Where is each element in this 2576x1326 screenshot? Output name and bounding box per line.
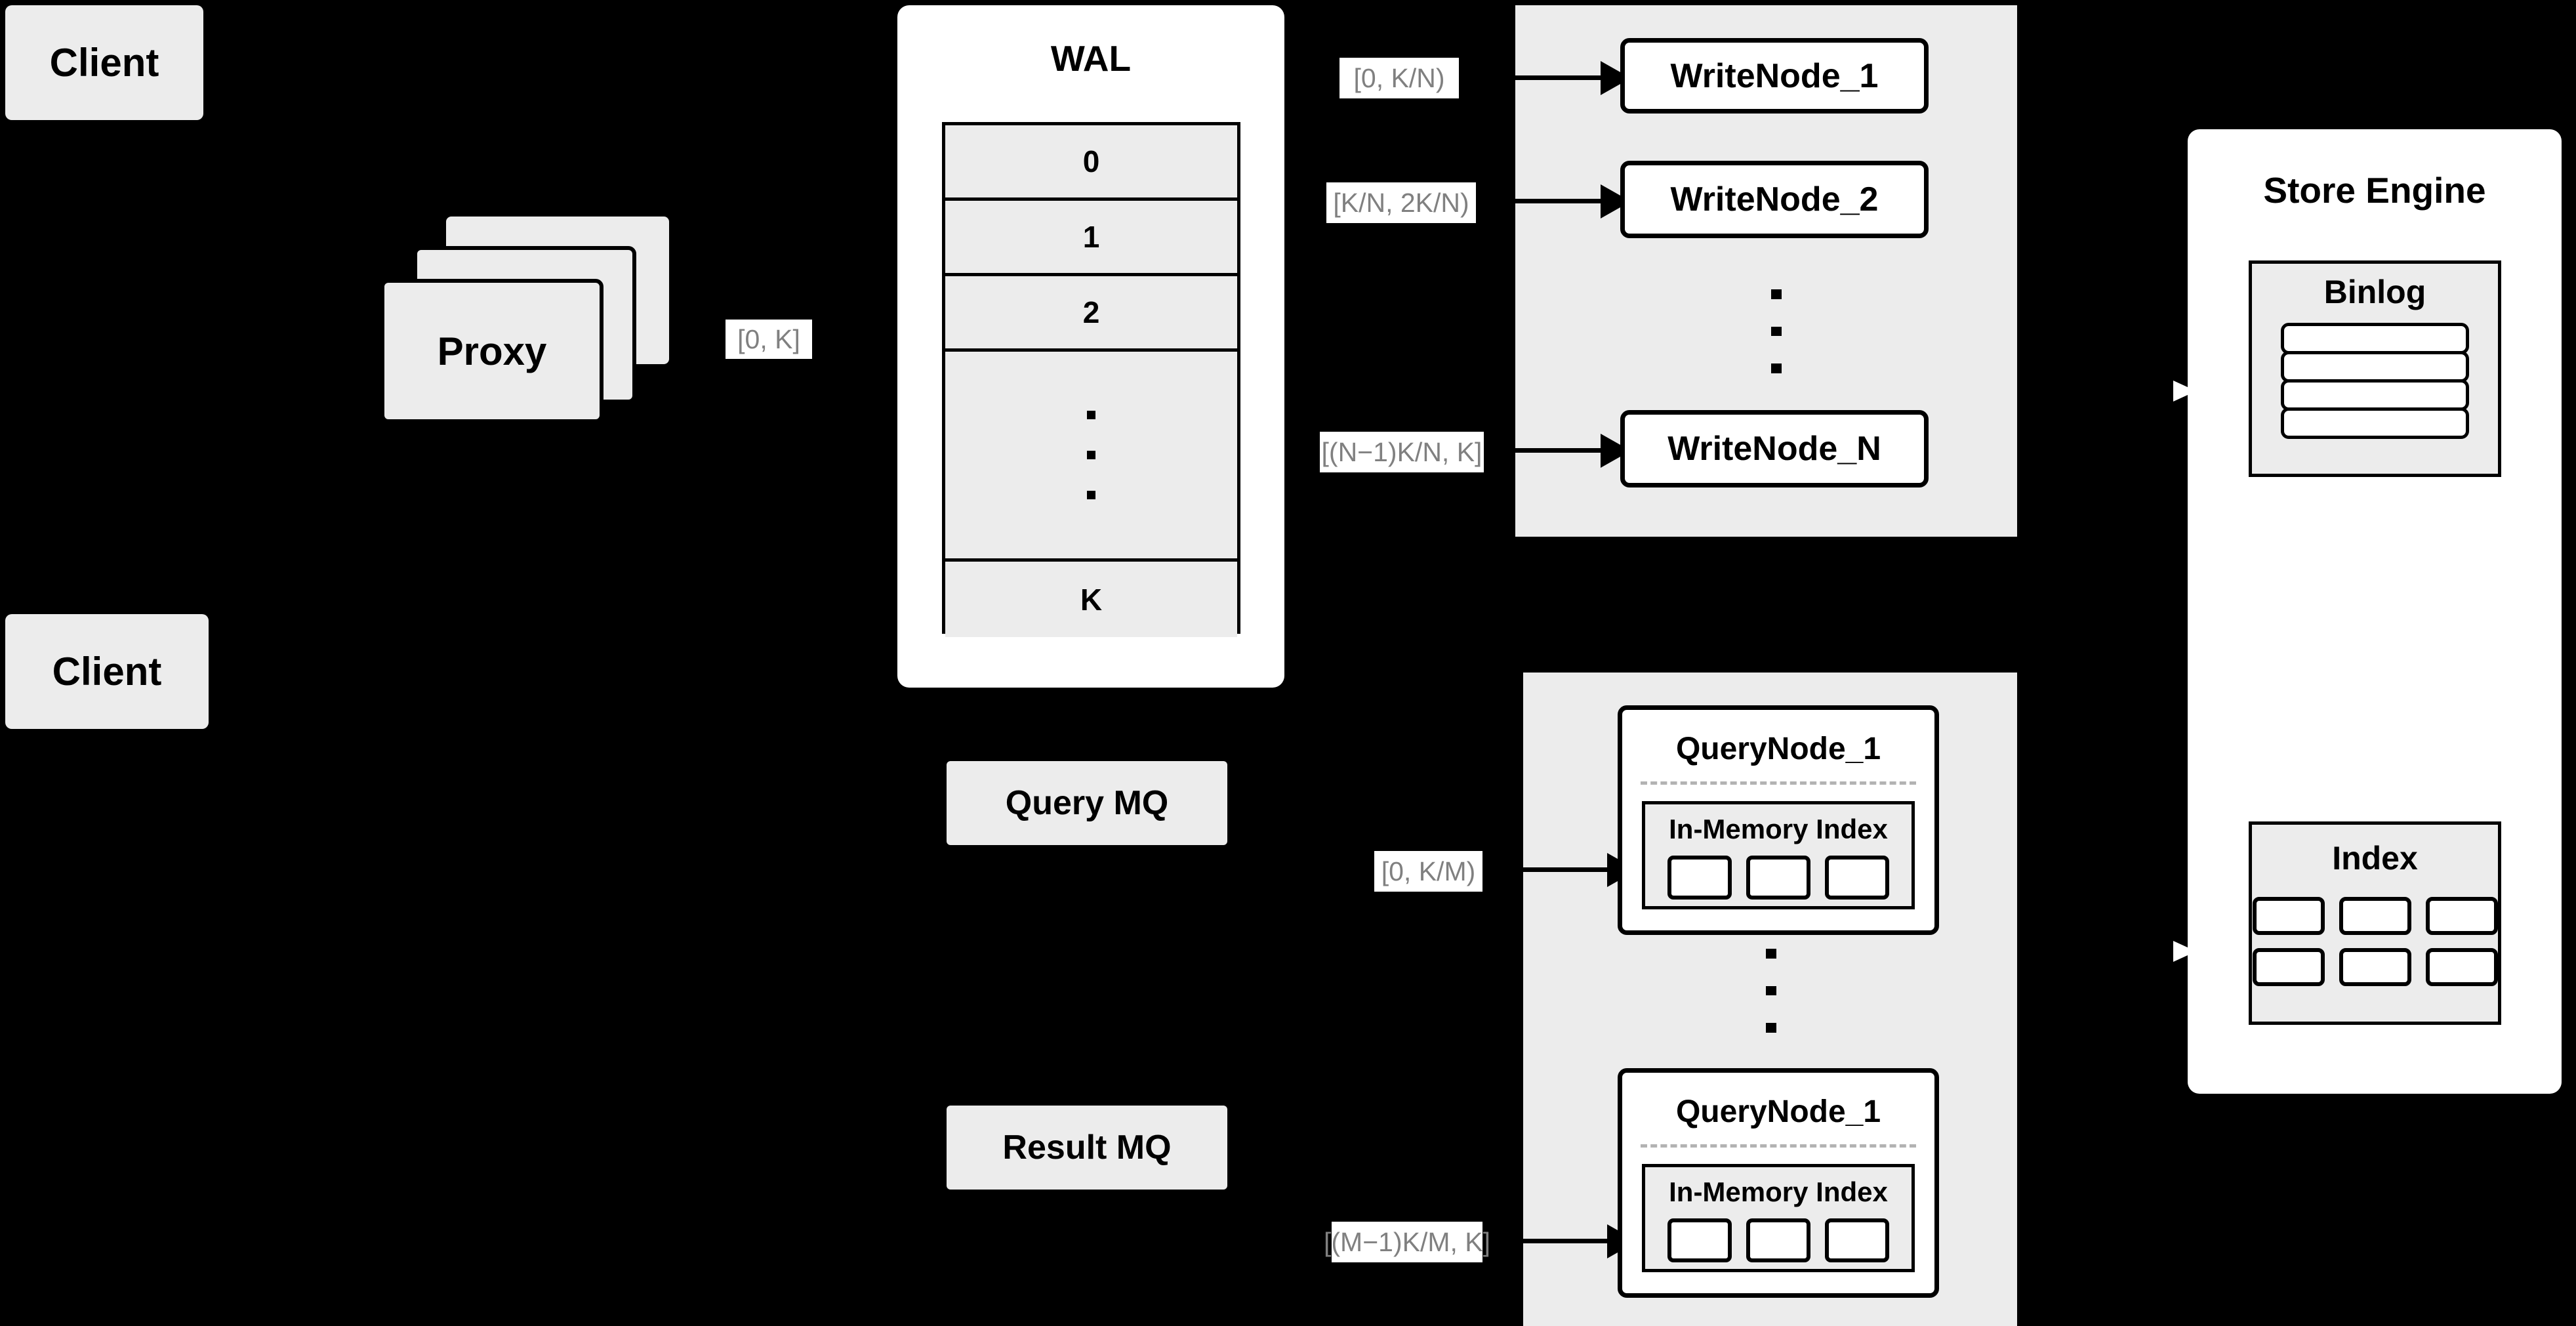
store-binlog-arrow-line: [2125, 388, 2171, 393]
query-arrow-line-1: [1509, 867, 1607, 872]
in-memory-index-label: In-Memory Index: [1669, 814, 1888, 844]
write-node-range-label: [0, K/N): [1353, 62, 1445, 93]
index-cell[interactable]: [1667, 1218, 1732, 1262]
binlog-row[interactable]: [2281, 323, 2469, 354]
wal-row-label: 2: [1082, 295, 1100, 329]
store-index-arrow-line: [2125, 949, 2171, 953]
store-binlog-arrow-head-icon: [2169, 375, 2203, 407]
binlog-row[interactable]: [2281, 379, 2469, 411]
query-node-1[interactable]: QueryNode_1 In-Memory Index: [1618, 705, 1939, 935]
store-index-cell[interactable]: [2339, 897, 2411, 935]
wal-title: WAL: [897, 35, 1284, 81]
query-node-range-label: [(M−1)K/M, K]: [1324, 1226, 1491, 1257]
wal-panel: WAL 0 1 2 K: [897, 5, 1284, 688]
proxy-card-front[interactable]: Proxy: [380, 279, 603, 423]
write-node-label: WriteNode_N: [1667, 430, 1881, 468]
query-mq-box[interactable]: Query MQ: [947, 761, 1227, 845]
binlog-title-text: Binlog: [2323, 274, 2426, 310]
proxy-label: Proxy: [437, 329, 547, 373]
write-node-range-label: [K/N, 2K/N): [1333, 187, 1469, 218]
write-arrow-line-1: [1502, 75, 1601, 80]
wal-row-1[interactable]: 1: [945, 201, 1237, 276]
query-node-title: QueryNode_1: [1622, 1094, 1934, 1130]
in-memory-index-m: In-Memory Index: [1642, 1164, 1915, 1272]
client-box-2[interactable]: Client: [5, 614, 209, 729]
store-index-cell[interactable]: [2339, 948, 2411, 986]
store-engine-title: Store Engine: [2188, 167, 2562, 213]
store-index-title-text: Index: [2332, 840, 2418, 877]
wal-row-0[interactable]: 0: [945, 125, 1237, 201]
query-node-range-chip-1: [0, K/M): [1374, 851, 1482, 892]
write-node-range-chip-1: [0, K/N): [1339, 58, 1459, 98]
result-mq-label: Result MQ: [1002, 1129, 1172, 1167]
client-box-1[interactable]: Client: [5, 5, 203, 120]
write-node-range-chip-2: [K/N, 2K/N): [1326, 182, 1476, 223]
index-cell[interactable]: [1746, 1218, 1810, 1262]
store-index-title: Index: [2252, 839, 2498, 877]
query-arrow-line-m: [1509, 1239, 1607, 1243]
write-arrow-line-2: [1502, 199, 1601, 203]
proxy-stack[interactable]: Proxy: [380, 217, 682, 426]
store-index-cell[interactable]: [2425, 897, 2498, 935]
query-node-label: QueryNode_1: [1675, 732, 1881, 766]
query-node-range-chip-m: [(M−1)K/M, K]: [1324, 1222, 1490, 1262]
binlog-row-list: [2281, 323, 2469, 439]
store-engine-panel: Store Engine Binlog Index: [2188, 129, 2562, 1094]
store-index-grid: [2252, 897, 2498, 986]
wal-row-label: 0: [1082, 144, 1100, 178]
store-index-cell[interactable]: [2425, 948, 2498, 986]
query-node-range-label: [0, K/M): [1381, 856, 1476, 886]
wal-row-label: K: [1080, 582, 1103, 617]
binlog-title: Binlog: [2252, 273, 2498, 311]
write-node-1[interactable]: WriteNode_1: [1620, 38, 1929, 114]
store-index-cell[interactable]: [2252, 948, 2325, 986]
result-mq-box[interactable]: Result MQ: [947, 1106, 1227, 1190]
write-node-range-label: [(N−1)K/N, K]: [1321, 436, 1482, 467]
write-node-2[interactable]: WriteNode_2: [1620, 161, 1929, 238]
client-label: Client: [52, 650, 162, 694]
wal-row-k[interactable]: K: [945, 562, 1237, 637]
query-node-vertical-ellipsis-icon: [1759, 935, 1783, 1046]
write-node-label: WriteNode_2: [1670, 180, 1879, 218]
index-cell[interactable]: [1667, 856, 1732, 900]
query-node-m[interactable]: QueryNode_1 In-Memory Index: [1618, 1068, 1939, 1298]
write-node-range-chip-n: [(N−1)K/N, K]: [1320, 432, 1484, 472]
write-range-chip: [0, K]: [726, 320, 812, 359]
query-node-title: QueryNode_1: [1622, 731, 1934, 767]
in-memory-index-title: In-Memory Index: [1645, 814, 1912, 845]
write-arrow-line-n: [1502, 448, 1601, 453]
in-memory-index-1: In-Memory Index: [1642, 801, 1915, 909]
index-cell[interactable]: [1825, 856, 1889, 900]
wal-row-ellipsis: [945, 352, 1237, 562]
index-cell[interactable]: [1825, 1218, 1889, 1262]
store-index-arrow-head-icon: [2169, 936, 2203, 967]
wal-entry-list: 0 1 2 K: [942, 122, 1240, 637]
wal-row-label: 1: [1082, 220, 1100, 254]
vertical-ellipsis-icon: [1087, 395, 1095, 515]
store-index-box: Index: [2249, 821, 2501, 1025]
wal-row-2[interactable]: 2: [945, 276, 1237, 352]
client-label: Client: [49, 41, 159, 85]
query-node-divider: [1641, 1144, 1916, 1148]
in-memory-index-title: In-Memory Index: [1645, 1176, 1912, 1208]
store-engine-title-text: Store Engine: [2263, 170, 2486, 211]
binlog-box: Binlog: [2249, 260, 2501, 477]
in-memory-index-cells: [1645, 856, 1912, 900]
write-node-n[interactable]: WriteNode_N: [1620, 410, 1929, 487]
store-index-cell[interactable]: [2252, 897, 2325, 935]
query-mq-label: Query MQ: [1005, 784, 1169, 822]
binlog-row[interactable]: [2281, 407, 2469, 439]
binlog-row[interactable]: [2281, 351, 2469, 383]
write-range-label: [0, K]: [737, 323, 800, 354]
index-cell[interactable]: [1746, 856, 1810, 900]
in-memory-index-cells: [1645, 1218, 1912, 1262]
write-node-label: WriteNode_1: [1670, 56, 1879, 95]
wal-title-text: WAL: [1050, 38, 1132, 79]
in-memory-index-label: In-Memory Index: [1669, 1176, 1888, 1207]
query-node-divider: [1641, 781, 1916, 785]
write-node-vertical-ellipsis-icon: [1765, 276, 1788, 387]
query-node-label: QueryNode_1: [1675, 1094, 1881, 1129]
